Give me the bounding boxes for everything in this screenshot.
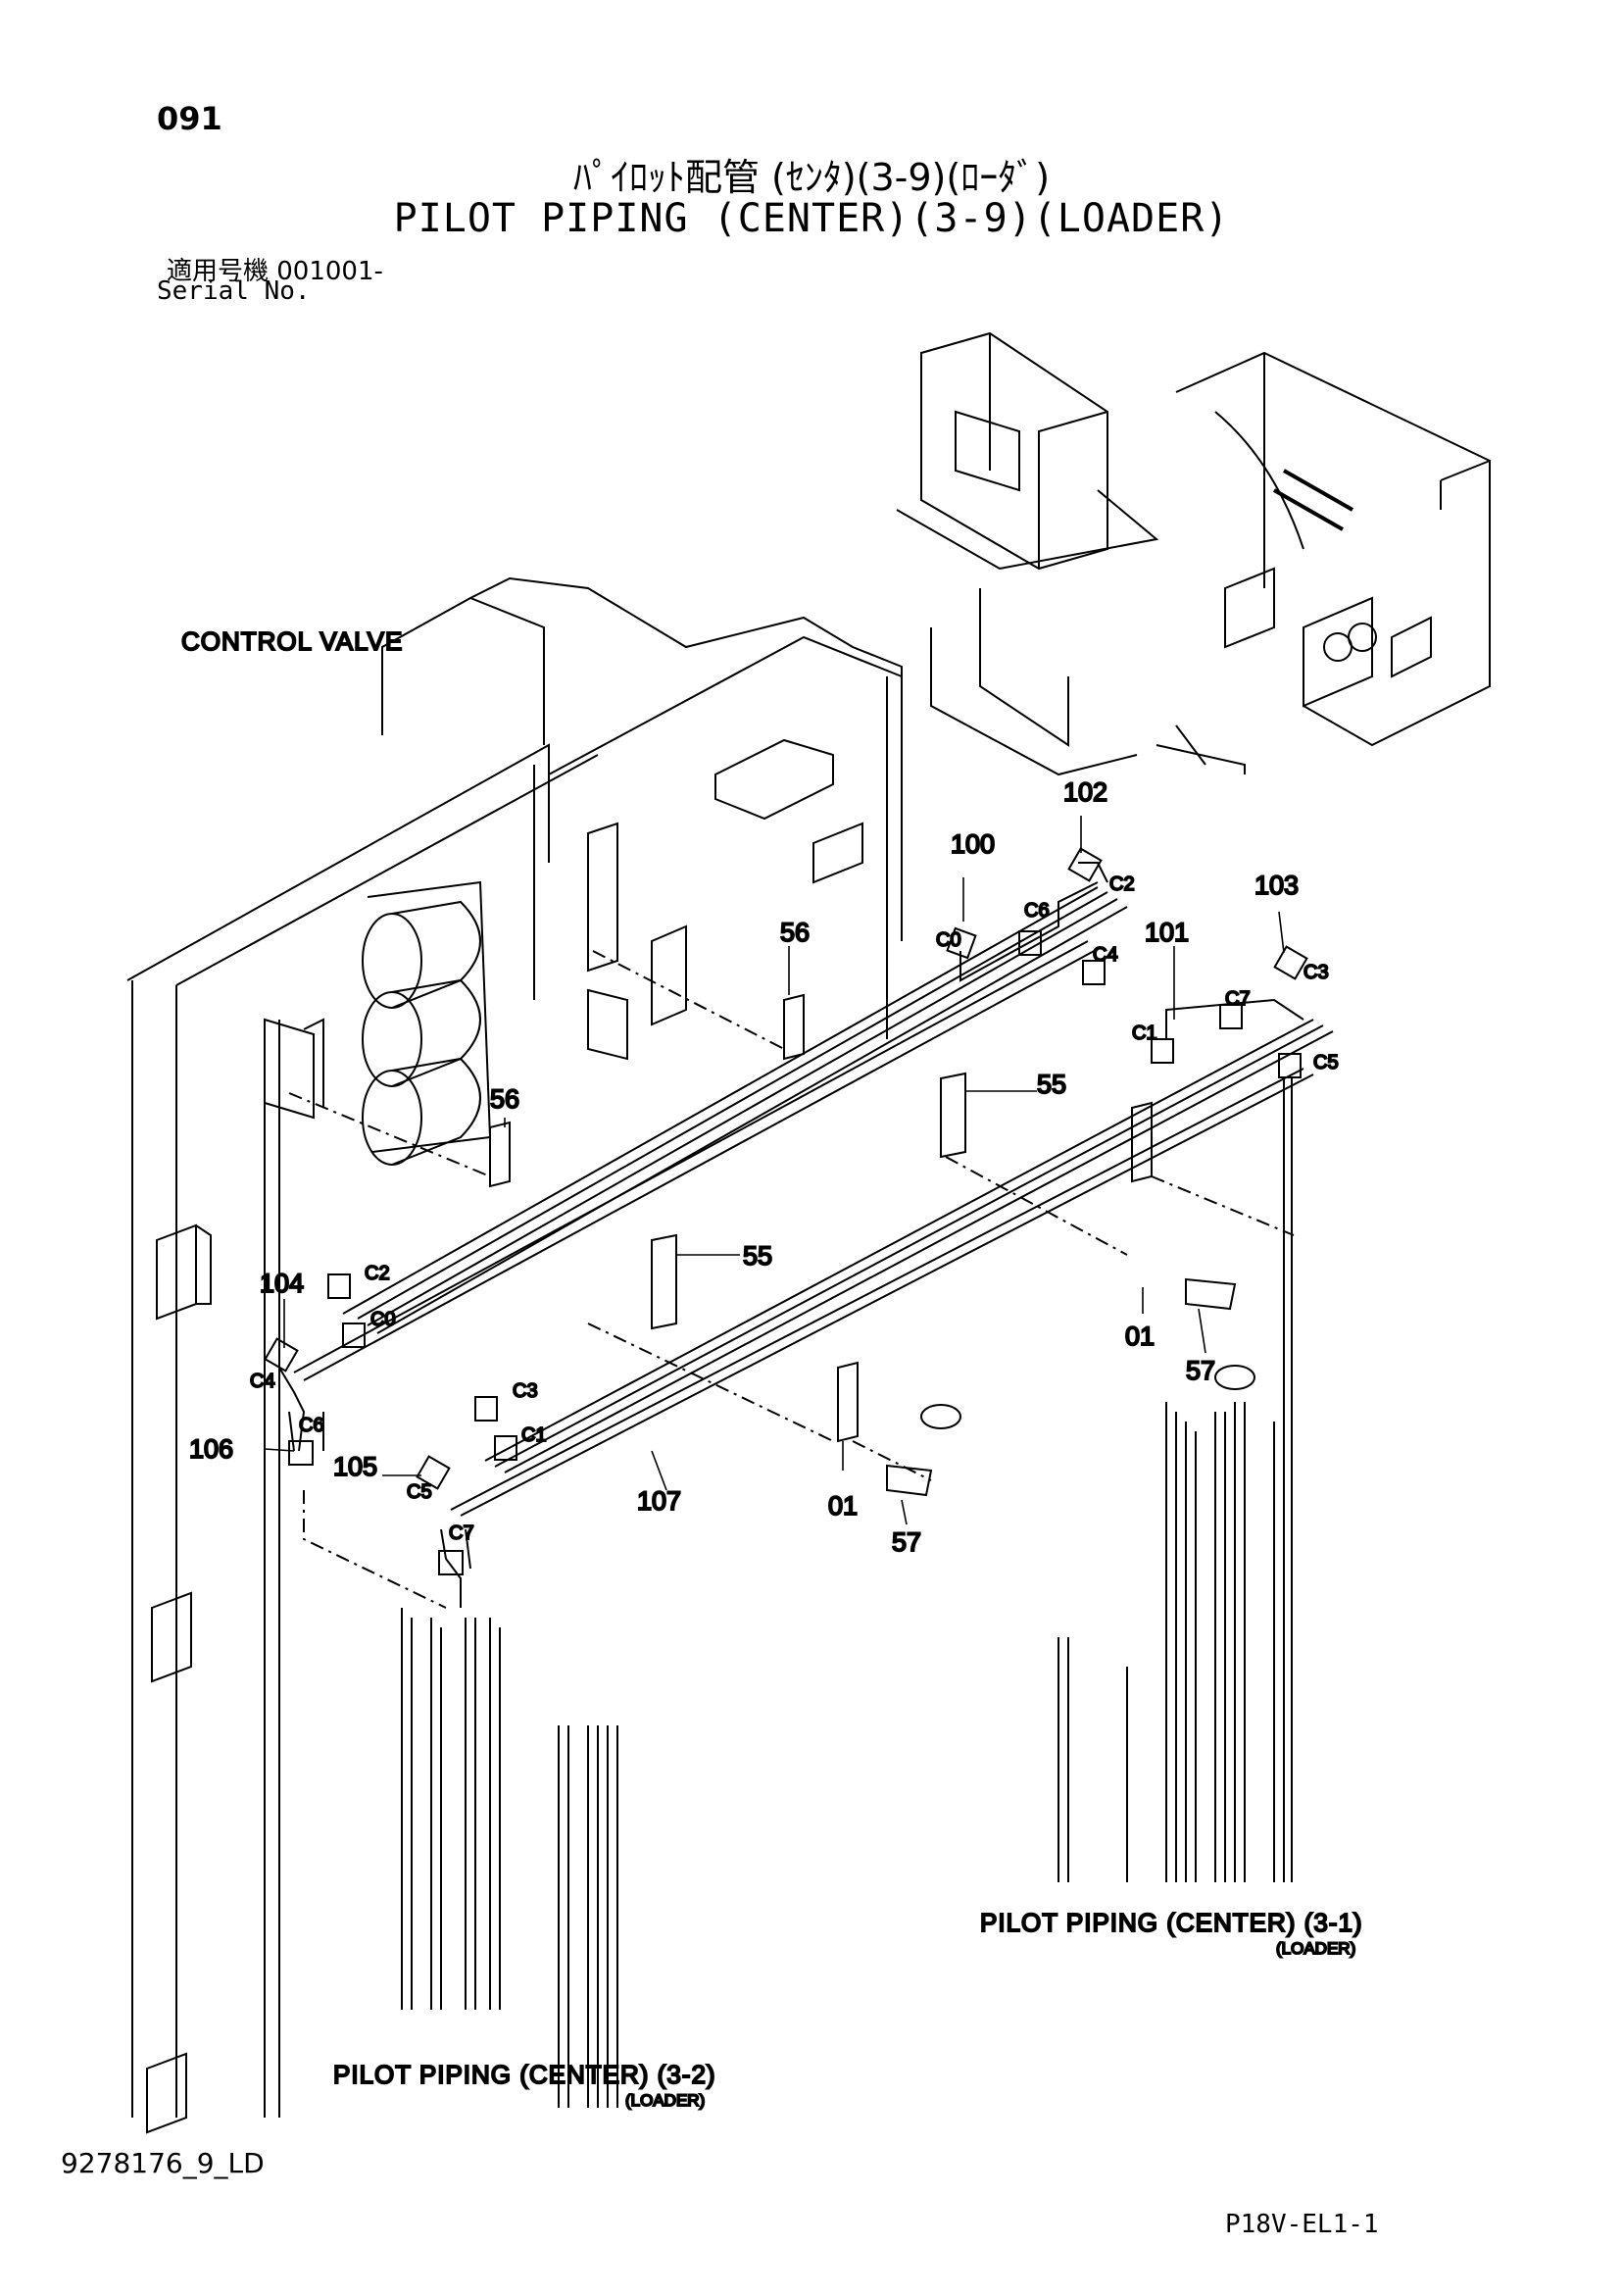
connector-c2-left: C2 bbox=[365, 1263, 390, 1284]
connector-c2-top: C2 bbox=[1109, 873, 1135, 895]
callout-56b: 56 bbox=[490, 1084, 519, 1114]
title-japanese: ﾊﾟｲﾛｯﾄ配管 (ｾﾝﾀ)(3-9)(ﾛｰﾀﾞ) bbox=[572, 156, 1051, 199]
clamps bbox=[489, 993, 1153, 1443]
callout-105: 105 bbox=[333, 1452, 377, 1481]
reference-3-2-label: PILOT PIPING (CENTER) (3-2) bbox=[333, 2060, 716, 2089]
callout-103: 103 bbox=[1254, 871, 1299, 900]
connector-c4-left: C4 bbox=[250, 1371, 275, 1392]
callout-55b: 55 bbox=[743, 1241, 772, 1271]
pilot-pipe-bundle-lower bbox=[450, 998, 1334, 1517]
connector-c7-top: C7 bbox=[1225, 988, 1251, 1010]
callout-leaders bbox=[264, 816, 1285, 1525]
reference-3-2-sublabel: (LOADER) bbox=[625, 2091, 705, 2110]
callout-104: 104 bbox=[260, 1269, 304, 1298]
connector-c5-low: C5 bbox=[407, 1481, 432, 1503]
assembly-leader-lines bbox=[288, 950, 1295, 1609]
pilot-pipe-bundle-upper bbox=[293, 862, 1128, 1381]
reference-3-1-label: PILOT PIPING (CENTER) (3-1) bbox=[980, 1908, 1363, 1937]
connector-c3-low: C3 bbox=[513, 1380, 538, 1402]
connector-c1-top: C1 bbox=[1132, 1023, 1157, 1044]
connector-c6-top: C6 bbox=[1024, 900, 1050, 922]
connector-c4-top: C4 bbox=[1093, 944, 1118, 966]
callout-57b: 57 bbox=[892, 1527, 921, 1557]
machine-upper-structure bbox=[896, 331, 1491, 776]
fittings bbox=[264, 847, 1308, 1575]
page-number: 091 bbox=[157, 100, 222, 137]
callout-107: 107 bbox=[637, 1486, 681, 1516]
callout-56a: 56 bbox=[780, 918, 810, 947]
callout-106: 106 bbox=[189, 1434, 233, 1464]
control-valve-label: CONTROL VALVE bbox=[181, 626, 403, 656]
callout-102: 102 bbox=[1063, 777, 1107, 807]
callout-57a: 57 bbox=[1186, 1356, 1215, 1385]
callout-01b: 01 bbox=[828, 1491, 858, 1521]
connector-c3-top: C3 bbox=[1303, 962, 1329, 983]
connector-c5-top: C5 bbox=[1313, 1052, 1339, 1073]
connector-c0-left: C0 bbox=[370, 1309, 396, 1330]
control-valve-housing bbox=[126, 576, 903, 2134]
connector-c7-low: C7 bbox=[449, 1522, 474, 1544]
callout-01a: 01 bbox=[1125, 1322, 1155, 1351]
callout-101: 101 bbox=[1145, 918, 1189, 947]
vertical-pipes-right bbox=[1057, 1078, 1293, 1882]
connector-c1-low: C1 bbox=[521, 1424, 547, 1446]
reference-3-1-sublabel: (LOADER) bbox=[1276, 1939, 1355, 1958]
vertical-pipes-left bbox=[401, 1608, 618, 2108]
serial-label-japanese: 適用号機 001001- bbox=[167, 257, 383, 286]
callout-100: 100 bbox=[951, 829, 995, 859]
serial-label-english: Serial No. bbox=[157, 276, 311, 306]
connector-c6-left: C6 bbox=[299, 1415, 324, 1436]
drawing-number: 9278176_9_LD bbox=[61, 2147, 265, 2179]
sheet-code: P18V-EL1-1 bbox=[1225, 2210, 1379, 2239]
title-english: PILOT PIPING (CENTER)(3-9)(LOADER) bbox=[393, 196, 1230, 241]
pipe-ends-left bbox=[278, 1367, 471, 1608]
callout-55a: 55 bbox=[1037, 1070, 1066, 1099]
connector-c0-top: C0 bbox=[936, 929, 961, 951]
